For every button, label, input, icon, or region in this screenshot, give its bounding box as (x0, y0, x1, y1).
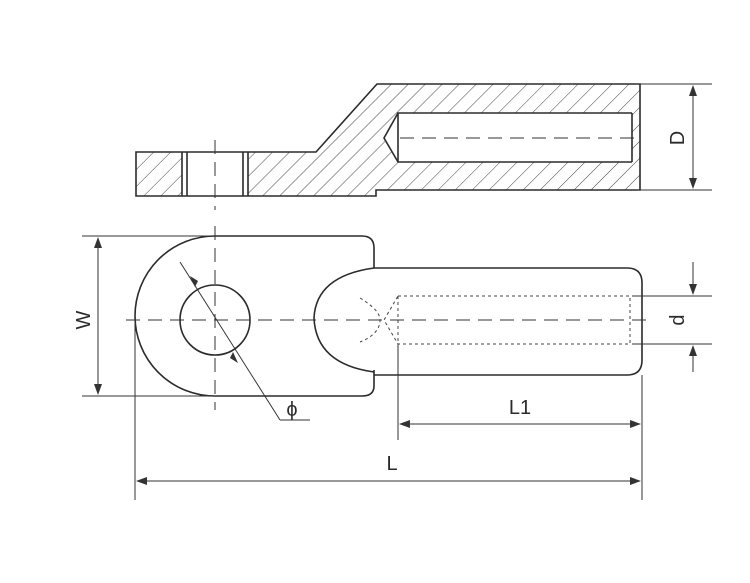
label-W: W (73, 310, 95, 329)
label-L: L (386, 453, 397, 475)
label-D: D (667, 131, 689, 145)
dimension-phi: ϕ (179, 261, 310, 421)
dimension-W: W (73, 235, 215, 397)
palm-outline (134, 235, 375, 397)
dimension-L1: L1 (397, 344, 643, 500)
section-bore (384, 113, 632, 162)
neck-curve (313, 267, 375, 373)
plan-view (126, 226, 646, 410)
section-view (135, 83, 641, 210)
hidden-bore (383, 295, 631, 345)
label-L1: L1 (509, 397, 531, 419)
dimension-d: d (632, 262, 712, 372)
label-d: d (667, 314, 689, 325)
label-phi: ϕ (286, 399, 297, 421)
dimension-D: D (636, 83, 712, 191)
barrel-outline (374, 267, 643, 376)
bore-outline (383, 112, 632, 163)
dimension-L: L (134, 320, 641, 500)
